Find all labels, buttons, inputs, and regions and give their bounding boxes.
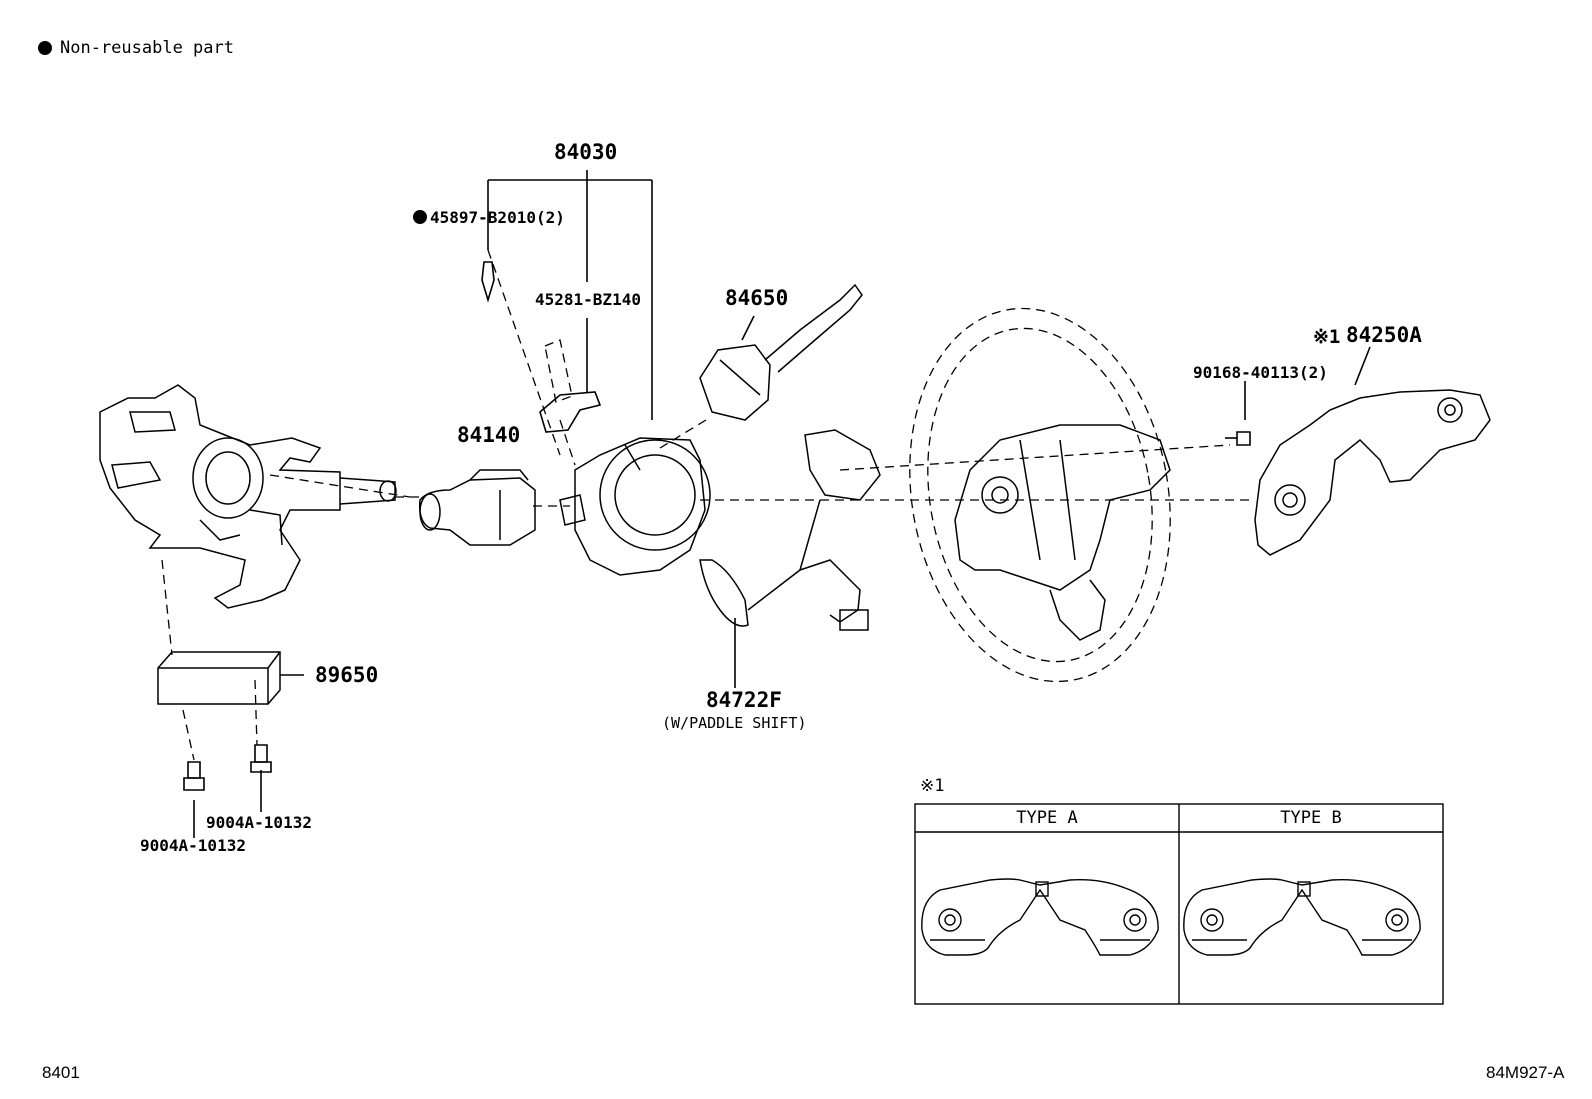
label-89650: 89650: [315, 663, 379, 687]
legend: Non-reusable part: [38, 38, 234, 58]
label-84250A: 84250A: [1346, 323, 1422, 347]
page-code-right: 84M927-A: [1486, 1063, 1565, 1082]
pin-45897: [481, 261, 495, 303]
label-84140: 84140: [457, 423, 521, 447]
steering-pad-switch-84250A: [1254, 389, 1491, 556]
label-84722F: 84722F: [706, 688, 782, 712]
ecu-module-89650: [157, 651, 281, 705]
type-b-header: TYPE B: [1280, 808, 1342, 828]
bolt-9004A-b: [250, 744, 272, 773]
label-45281: 45281-BZ140: [535, 290, 641, 309]
label-90168: 90168-40113(2): [1193, 363, 1328, 382]
steering-column: [99, 384, 397, 609]
clip-45281: [539, 391, 602, 433]
label-84030: 84030: [554, 140, 618, 164]
label-45897: 45897-B2010(2): [413, 210, 565, 226]
type-a-pad: [921, 878, 1159, 956]
type-a-header: TYPE A: [1016, 808, 1078, 828]
page-code-left: 8401: [42, 1063, 80, 1082]
screw-90168: [1225, 431, 1251, 446]
wiper-switch-84650: [699, 283, 863, 421]
switch-84140: [418, 469, 536, 546]
bolt-9004A-a: [183, 761, 205, 791]
non-reusable-dot-icon: [413, 210, 427, 224]
type-b-pad: [1183, 878, 1421, 956]
non-reusable-dot-icon: [38, 41, 52, 55]
bracket-84030: [487, 170, 653, 420]
label-84250A-mark: ※1: [1313, 326, 1341, 348]
spiral-cable-84030: [559, 437, 711, 576]
label-84722F-note: (W/PADDLE SHIFT): [662, 714, 807, 732]
steering-wheel-hub: [954, 424, 1171, 641]
type-table-mark: ※1: [920, 776, 945, 796]
label-9004A-b: 9004A-10132: [206, 813, 312, 832]
label-45897-text: 45897-B2010(2): [430, 208, 565, 227]
type-table: [914, 803, 1444, 1005]
label-84650: 84650: [725, 286, 789, 310]
legend-text: Non-reusable part: [60, 38, 234, 58]
label-9004A-a: 9004A-10132: [140, 836, 246, 855]
paddle-shift-84722F: [699, 429, 881, 631]
